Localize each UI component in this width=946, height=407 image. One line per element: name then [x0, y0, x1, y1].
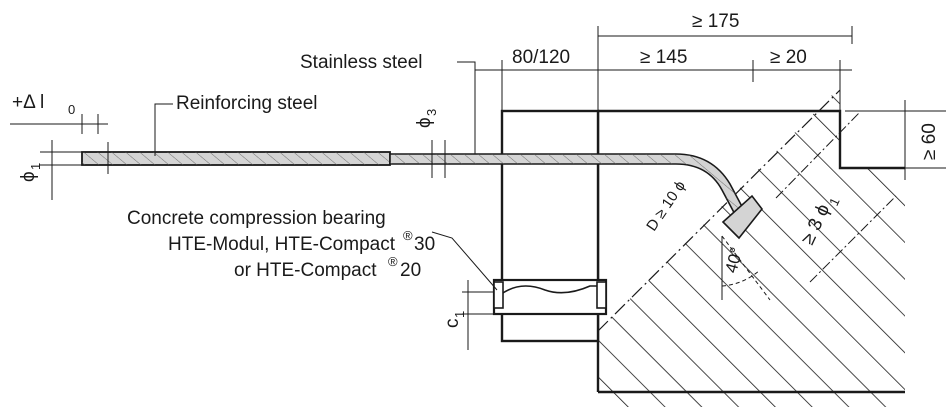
dim-delta-l-sub: 0 — [68, 102, 75, 117]
label-bearing-line1: Concrete compression bearing — [127, 208, 386, 229]
concrete-hatch — [598, 87, 905, 407]
label-reinforcing-steel: Reinforcing steel — [176, 93, 318, 114]
label-bearing-line3-reg: ® — [388, 254, 398, 269]
stainless-steel-bar — [389, 153, 764, 240]
label-bearing-line3: or HTE-Compact — [234, 260, 377, 281]
dim-delta-l: +Δ l — [12, 92, 44, 113]
dim-phi3: ϕ — [414, 117, 435, 128]
dim-cover: c — [442, 319, 463, 329]
dim-bend-radius: D ≥ 10 ϕ — [643, 178, 689, 234]
label-bearing-line2-reg: ® — [403, 228, 413, 243]
concrete-outline — [598, 109, 905, 170]
compression-bearing — [492, 278, 608, 316]
reinforcing-steel-bar — [81, 151, 391, 166]
dim-phi3-sub: 3 — [424, 109, 439, 116]
label-bearing-line2-num: 30 — [414, 234, 435, 255]
label-stainless-steel: Stainless steel — [300, 52, 423, 73]
anchor-head — [721, 194, 764, 240]
dim-height-60: ≥ 60 — [919, 123, 940, 160]
label-bearing-line3-num: 20 — [400, 260, 421, 281]
label-bearing-line2: HTE-Modul, HTE-Compact — [168, 234, 396, 255]
dim-phi1-sub: 1 — [28, 163, 43, 170]
cone-boundary-line — [597, 89, 841, 332]
dim-top-total: ≥ 175 — [692, 11, 739, 32]
dim-cover-sub: 1 — [452, 311, 467, 318]
dim-20: ≥ 20 — [770, 47, 807, 68]
dim-phi1: ϕ — [18, 171, 39, 182]
dim-80-120: 80/120 — [512, 47, 570, 68]
concrete-block — [596, 87, 905, 407]
dim-145: ≥ 145 — [640, 47, 687, 68]
dimension-lines — [10, 26, 946, 350]
